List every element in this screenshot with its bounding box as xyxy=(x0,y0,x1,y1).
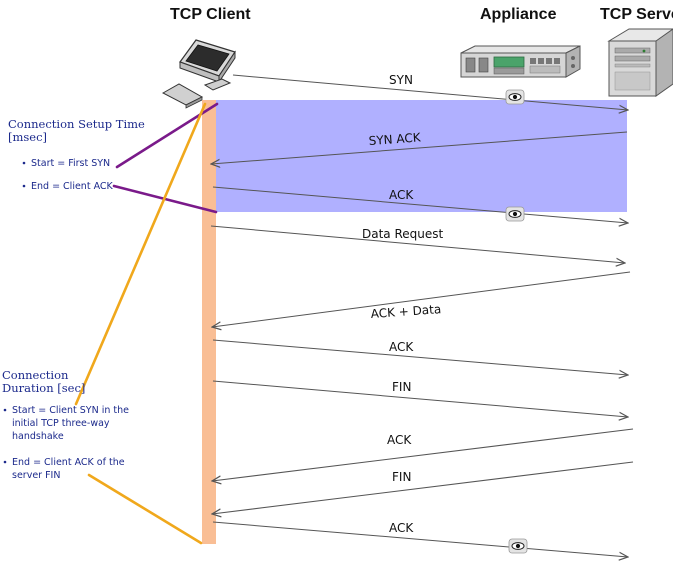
bullet-dot xyxy=(22,161,26,165)
syn-ack-arrow xyxy=(211,131,628,164)
ack-arrow-final xyxy=(212,521,628,557)
eye-icon xyxy=(505,206,525,222)
message-label: FIN xyxy=(392,470,411,484)
message-label: SYN ACK xyxy=(368,130,422,148)
message-label: ACK xyxy=(389,340,414,354)
eye-icon xyxy=(505,89,525,105)
bullet-dot xyxy=(22,184,26,188)
message-label: ACK xyxy=(389,188,414,202)
fin-arrow-server xyxy=(212,461,634,514)
client-header: TCP Client xyxy=(170,6,251,23)
message-label: FIN xyxy=(392,380,411,394)
message-label: ACK + Data xyxy=(370,302,441,321)
duration-start-text: handshake xyxy=(12,431,64,442)
duration-title: Connection xyxy=(2,368,69,382)
duration-connector-lines xyxy=(74,102,207,545)
setup-start-text: Start = First SYN xyxy=(31,158,110,169)
ack-arrow-server xyxy=(212,428,634,481)
setup-time-annotation: Connection Setup Time [msec] Start = Fir… xyxy=(8,117,145,192)
server-icon xyxy=(607,28,673,97)
eye-icon xyxy=(508,538,528,554)
setup-time-region xyxy=(216,100,627,212)
server-header: TCP Server xyxy=(600,6,673,23)
setup-end-text: End = Client ACK xyxy=(31,181,114,192)
duration-start-connector xyxy=(74,102,207,406)
bullet-dot xyxy=(3,460,7,464)
bullet-dot xyxy=(3,408,7,412)
duration-end-connector xyxy=(87,473,203,545)
message-label: Data Request xyxy=(362,227,444,241)
duration-annotation: Connection Duration [sec] Start = Client… xyxy=(2,368,129,481)
setup-time-unit: [msec] xyxy=(8,130,47,144)
fin-arrow-client xyxy=(212,380,628,417)
appliance-header: Appliance xyxy=(480,6,557,23)
ack-arrow-1 xyxy=(212,186,628,223)
syn-arrow xyxy=(232,74,628,110)
appliance-icon xyxy=(460,45,581,78)
client-computer-icon xyxy=(161,39,236,109)
connection-duration-bar xyxy=(202,100,216,544)
duration-end-text: server FIN xyxy=(12,470,60,481)
message-arrows xyxy=(210,74,634,557)
message-label: SYN xyxy=(389,73,413,87)
message-label: ACK xyxy=(389,521,414,535)
duration-end-text: End = Client ACK of the xyxy=(12,457,125,468)
ack-data-arrow xyxy=(212,271,631,327)
message-label: ACK xyxy=(387,433,412,447)
data-request-arrow xyxy=(210,225,625,263)
duration-start-text: initial TCP three-way xyxy=(12,418,110,429)
duration-unit: Duration [sec] xyxy=(2,381,85,395)
setup-time-title: Connection Setup Time xyxy=(8,117,145,131)
duration-start-text: Start = Client SYN in the xyxy=(12,405,129,416)
ack-arrow-2 xyxy=(212,339,628,375)
